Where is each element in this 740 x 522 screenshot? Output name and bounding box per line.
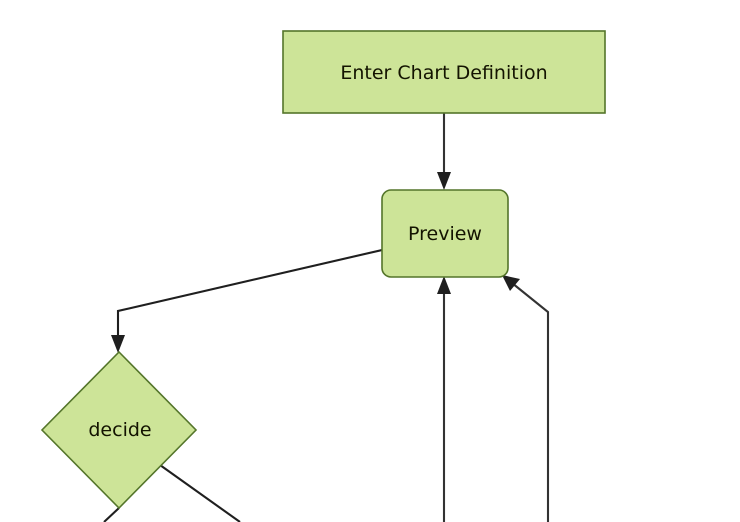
edge-bottom-center-to-preview — [437, 276, 451, 522]
edge-preview-to-decide — [111, 248, 383, 353]
edge-line — [116, 248, 383, 341]
node-decide[interactable]: decide — [40, 350, 198, 510]
node-enter-chart-definition[interactable]: Enter Chart Definition — [282, 30, 606, 114]
arrow-head-icon — [437, 276, 451, 294]
edge-enter-to-preview — [437, 113, 451, 190]
node-preview[interactable]: Preview — [381, 189, 509, 278]
edge-line — [159, 464, 241, 522]
edge-bottom-right-to-preview — [502, 275, 550, 522]
edge-decide-to-bottom-left — [103, 507, 120, 522]
arrow-head-icon — [502, 275, 520, 291]
arrow-head-icon — [111, 335, 125, 353]
edge-line — [103, 507, 120, 522]
node-shape-rectangle — [282, 30, 606, 114]
arrow-head-icon — [437, 172, 451, 190]
node-label-preview: Preview — [408, 223, 482, 245]
node-label-decide: decide — [88, 419, 151, 441]
node-shape-rounded-rectangle — [381, 189, 509, 278]
edge-line — [511, 282, 550, 522]
node-shape-diamond — [40, 350, 198, 510]
node-label-enter: Enter Chart Definition — [340, 62, 547, 84]
edge-decide-to-bottom-right — [159, 464, 241, 522]
